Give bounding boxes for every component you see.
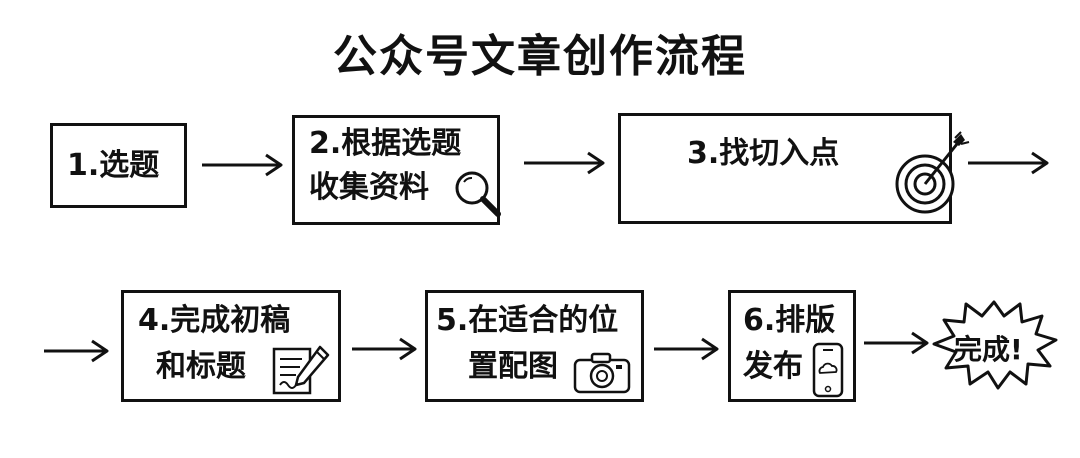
arrow-3-to-4 <box>968 151 1049 175</box>
arrow-6-to-done <box>864 331 929 355</box>
step-1-box: 1.选题 <box>50 123 187 208</box>
step-3-label: 3.找切入点 <box>687 136 840 171</box>
step-3-box: 3.找切入点 <box>618 113 970 224</box>
step-4-label-line1: 4.完成初稿 <box>138 303 291 338</box>
arrow-into-step-4 <box>44 339 109 363</box>
step-4-box: 4.完成初稿 和标题 <box>121 290 341 402</box>
diagram-title: 公众号文章创作流程 <box>333 31 747 82</box>
step-6-label-line2: 发布 <box>743 349 803 384</box>
step-6-label-line1: 6.排版 <box>743 303 836 338</box>
arrow-4-to-5 <box>352 337 417 361</box>
arrow-1-to-2 <box>202 153 283 177</box>
target-icon <box>895 131 970 214</box>
step-2-label-line2: 收集资料 <box>309 170 429 205</box>
step-2-box: 2.根据选题 收集资料 <box>292 115 501 225</box>
step-6-box: 6.排版 发布 <box>728 290 856 402</box>
done-label: 完成! <box>954 333 1023 366</box>
step-2-label-line1: 2.根据选题 <box>309 126 462 161</box>
step-5-box: 5.在适合的位 置配图 <box>425 290 644 402</box>
step-4-label-line2: 和标题 <box>156 349 246 384</box>
arrow-2-to-3 <box>524 151 605 175</box>
notepad-pencil-icon <box>272 345 330 395</box>
step-5-label-line1: 5.在适合的位 <box>436 303 619 338</box>
done-burst-shape <box>932 300 1058 390</box>
arrow-5-to-6 <box>654 337 719 361</box>
phone-cloud-icon <box>812 342 844 398</box>
step-1-label: 1.选题 <box>67 148 160 183</box>
camera-icon <box>573 352 631 394</box>
step-5-label-line2: 置配图 <box>468 349 558 384</box>
magnifier-icon <box>455 171 501 217</box>
